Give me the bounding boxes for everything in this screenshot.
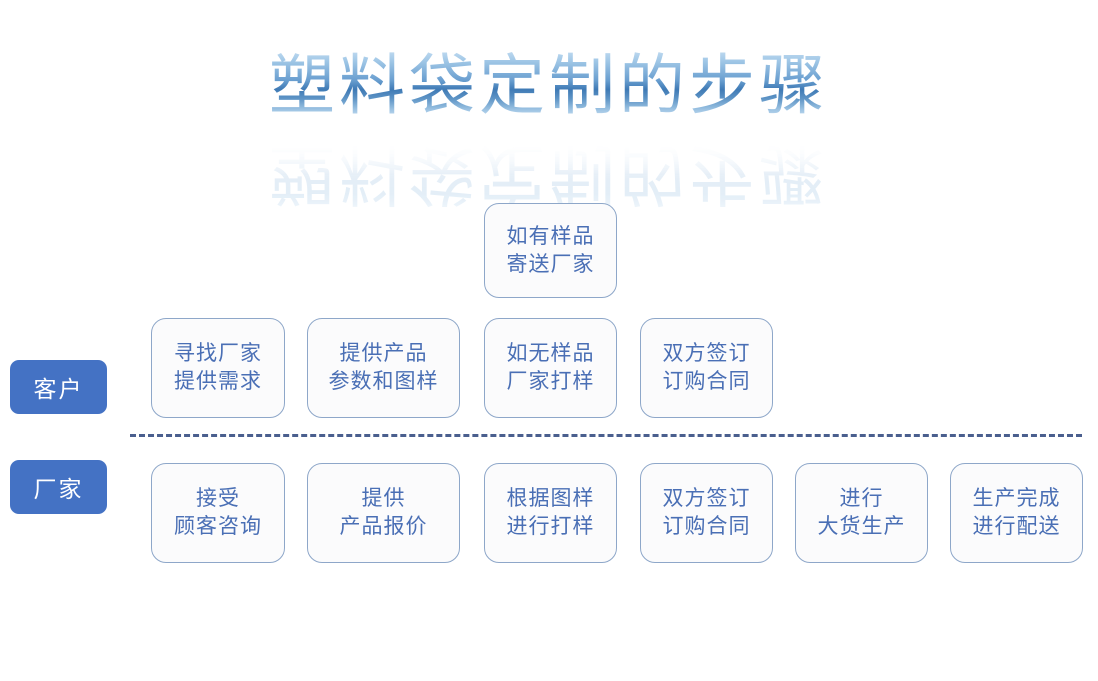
page-title-reflection: 塑料袋定制的步骤 [0, 135, 1098, 213]
process-box-line-1: 寻找厂家 [174, 341, 262, 366]
process-box-line-2: 参数和图样 [328, 369, 439, 393]
process-box-line-2: 顾客咨询 [174, 514, 262, 538]
process-box-line-2: 大货生产 [817, 514, 906, 538]
process-box-line-1: 双方签订 [662, 486, 751, 511]
process-box-line-2: 厂家打样 [506, 369, 595, 393]
process-box-customer-4: 双方签订 订购合同 [640, 318, 773, 418]
role-label-customer: 客户 [10, 360, 107, 414]
process-box-line-1: 生产完成 [972, 486, 1061, 511]
process-box-factory-5: 进行 大货生产 [795, 463, 928, 563]
process-box-line-2: 进行打样 [506, 514, 595, 538]
process-box-customer-2: 提供产品 参数和图样 [307, 318, 460, 418]
role-label-customer-text: 客户 [33, 377, 84, 403]
process-box-line-2: 进行配送 [972, 514, 1061, 538]
page-title-reflection-text: 塑料袋定制的步骤 [269, 135, 829, 213]
process-box-line-1: 提供 [361, 486, 406, 511]
process-box-customer-3: 如无样品 厂家打样 [484, 318, 617, 418]
page-title: 塑料袋定制的步骤 [269, 47, 829, 124]
process-box-factory-6: 生产完成 进行配送 [950, 463, 1083, 563]
process-box-line-2: 订购合同 [662, 514, 751, 538]
process-box-customer-1: 寻找厂家 提供需求 [151, 318, 285, 418]
process-box-factory-3: 根据图样 进行打样 [484, 463, 617, 563]
process-box-factory-4: 双方签订 订购合同 [640, 463, 773, 563]
process-box-sample-branch: 如有样品 寄送厂家 [484, 203, 617, 298]
role-divider [130, 434, 1082, 437]
process-box-line-1: 进行 [839, 486, 884, 511]
process-box-line-1: 根据图样 [506, 486, 595, 511]
process-box-line-2: 提供需求 [174, 369, 262, 393]
process-box-line-1: 接受 [196, 486, 240, 511]
process-box-line-1: 如无样品 [506, 341, 595, 366]
role-label-factory-text: 厂家 [33, 477, 84, 503]
role-label-factory: 厂家 [10, 460, 107, 514]
process-box-line-1: 双方签订 [662, 341, 751, 366]
process-box-line-2: 订购合同 [662, 369, 751, 393]
process-box-factory-2: 提供 产品报价 [307, 463, 460, 563]
process-box-line-2: 产品报价 [339, 514, 428, 538]
process-box-line-2: 寄送厂家 [506, 251, 595, 276]
process-box-line-1: 如有样品 [506, 223, 595, 248]
process-box-line-1: 提供产品 [339, 341, 428, 366]
process-box-factory-1: 接受 顾客咨询 [151, 463, 285, 563]
page-title-block: 塑料袋定制的步骤 塑料袋定制的步骤 [0, 47, 1098, 213]
